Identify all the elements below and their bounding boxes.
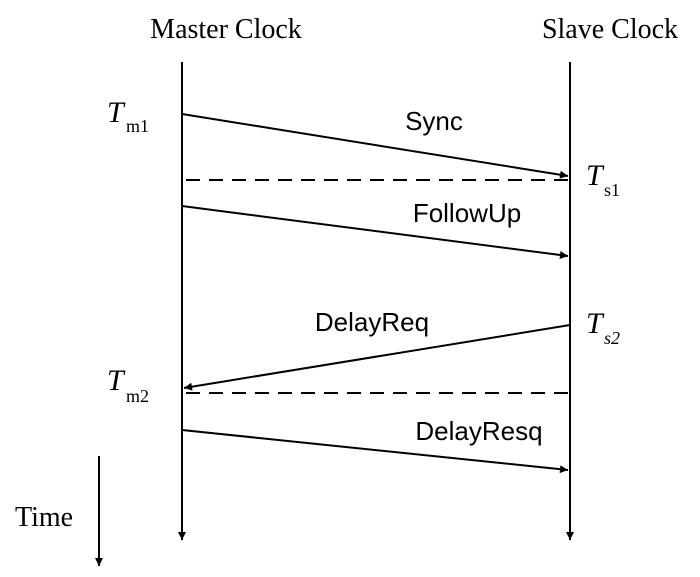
tm2-label: T m2 bbox=[107, 364, 149, 406]
followup-arrow bbox=[181, 205, 569, 259]
tm2-main: T bbox=[107, 364, 126, 397]
tm1-sub: m1 bbox=[126, 116, 149, 136]
sync-arrow bbox=[181, 113, 569, 179]
ts1-main: T bbox=[586, 159, 605, 192]
tm1-label: T m1 bbox=[107, 96, 149, 136]
master-clock-header: Master Clock bbox=[150, 14, 302, 45]
delayresp-arrow bbox=[181, 429, 569, 474]
followup-label: FollowUp bbox=[413, 198, 521, 228]
ts2-sub: s2 bbox=[604, 328, 620, 348]
tm2-sub: m2 bbox=[126, 386, 149, 406]
time-label: Time bbox=[15, 502, 73, 533]
ts2-main: T bbox=[586, 307, 605, 340]
sync-label: Sync bbox=[405, 106, 463, 136]
delayreq-label: DelayReq bbox=[315, 307, 429, 337]
ts1-label: T s1 bbox=[586, 159, 620, 200]
delayreq-arrow bbox=[183, 324, 571, 391]
tm1-main: T bbox=[107, 96, 126, 129]
ts2-label: T s2 bbox=[586, 307, 620, 348]
delayresp-label: DelayResq bbox=[415, 416, 542, 446]
ts1-sub: s1 bbox=[604, 180, 620, 200]
slave-clock-header: Slave Clock bbox=[542, 14, 678, 45]
